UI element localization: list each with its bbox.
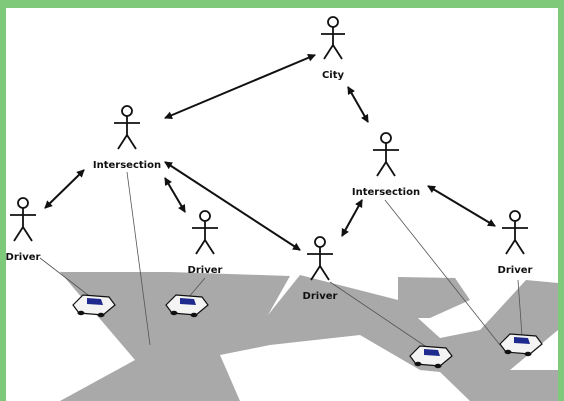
driver-middle-actor-icon — [307, 236, 333, 281]
driver-far-left-actor-icon — [10, 197, 36, 242]
driver-middle-label: Driver — [303, 291, 338, 302]
link-driver-far-left-car — [39, 257, 93, 299]
link-intersection-left-to-road — [126, 171, 151, 346]
arrow-city-intersection-right — [347, 86, 369, 123]
arrow-intersection-right-driver-middle — [341, 199, 363, 237]
driver-right-label: Driver — [498, 265, 533, 276]
frame-left — [0, 0, 6, 401]
arrow-intersection-left-driver-far-left — [44, 169, 85, 209]
intersection-left-label: Intersection — [93, 160, 161, 171]
node-labels: City Intersection Intersection Driver Dr… — [6, 70, 533, 302]
arrow-intersection-left-driver-left — [164, 177, 186, 213]
frame-top — [0, 0, 564, 8]
intersection-left-actor-icon — [114, 105, 140, 150]
car-4 — [499, 333, 543, 357]
driver-right-actor-icon — [502, 210, 528, 255]
actor-figures — [10, 16, 528, 281]
frame-right — [558, 0, 564, 401]
link-driver-left-car — [187, 277, 206, 299]
city-actor-icon — [321, 16, 345, 60]
arrow-intersection-left-driver-middle — [164, 161, 301, 251]
communication-arrows — [44, 54, 496, 251]
link-driver-middle-car — [329, 281, 429, 349]
intersection-right-actor-icon — [373, 132, 399, 177]
link-driver-right-car — [517, 279, 523, 337]
arrow-intersection-left-city — [164, 54, 316, 119]
driver-left-actor-icon — [192, 210, 218, 255]
driver-left-label: Driver — [188, 265, 223, 276]
city-label: City — [322, 70, 345, 81]
driver-far-left-label: Driver — [6, 252, 41, 263]
connection-lines — [39, 171, 523, 349]
arrow-intersection-right-driver-right — [427, 185, 496, 227]
intersection-right-label: Intersection — [352, 187, 420, 198]
link-intersection-right-to-road — [384, 199, 501, 346]
